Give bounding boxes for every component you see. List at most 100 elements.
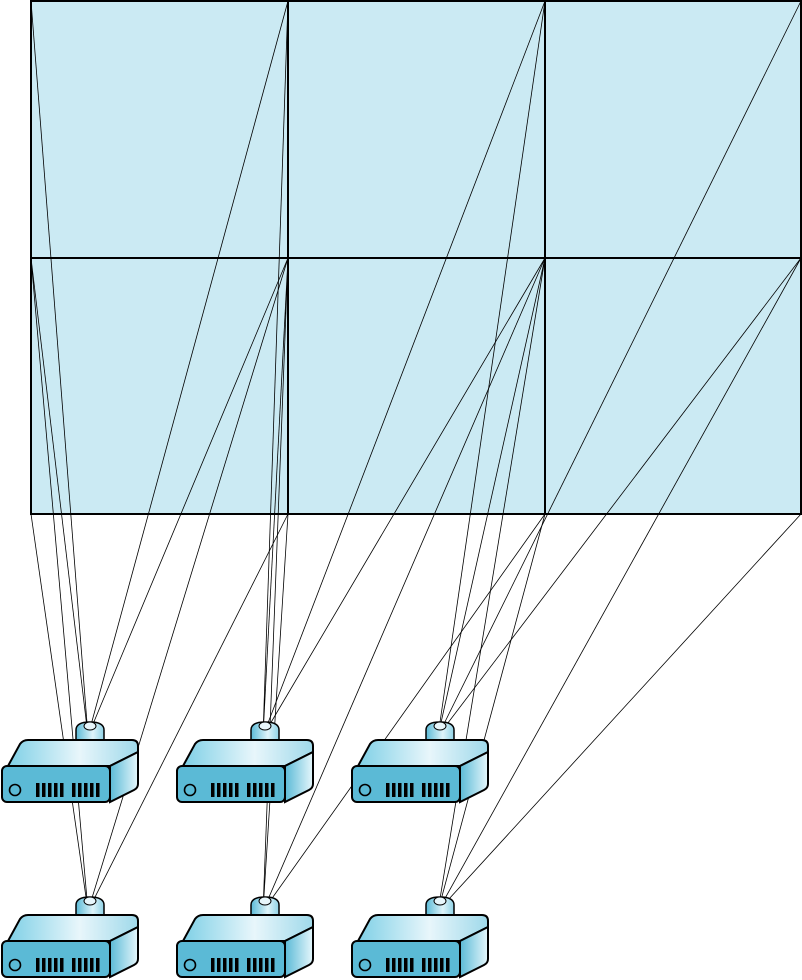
vent-slot <box>410 958 414 972</box>
ray-p2-3-corner-3 <box>437 513 546 912</box>
projector-side <box>109 750 139 804</box>
vent-slot <box>265 783 269 797</box>
vent-slot <box>404 783 408 797</box>
vent-slot <box>404 958 408 972</box>
ray-p1-1-corner-4 <box>87 257 289 737</box>
indicator-icon <box>358 958 372 972</box>
vent-slot <box>446 783 450 797</box>
vent-slot <box>392 958 396 972</box>
lens-glass-icon <box>433 721 447 731</box>
vent-slot <box>42 783 46 797</box>
vent-slot <box>259 958 263 972</box>
vent-slot <box>398 783 402 797</box>
vent-slot <box>271 958 275 972</box>
vent-slot <box>235 783 239 797</box>
vent-slot <box>386 783 390 797</box>
projector-icon-r1-c3 <box>351 721 489 804</box>
vent-slot <box>211 783 215 797</box>
ray-p1-2-corner-2 <box>262 0 546 737</box>
lens-glass-icon <box>258 896 272 906</box>
vent-slot <box>48 783 52 797</box>
vent-slot <box>211 958 215 972</box>
ray-p1-3-corner-1 <box>437 0 546 737</box>
projector-side <box>459 925 489 979</box>
vent-slot <box>60 783 64 797</box>
vent-slot <box>36 783 40 797</box>
vent-slot <box>60 958 64 972</box>
projector-icon-r2-c3 <box>351 896 489 979</box>
ray-p2-1-corner-4 <box>87 513 289 912</box>
vent-slot <box>42 958 46 972</box>
lens-glass-icon <box>83 721 97 731</box>
vent-slot <box>48 958 52 972</box>
ray-p1-3-corner-3 <box>437 257 546 737</box>
vent-slot <box>410 783 414 797</box>
ray-p2-2-corner-3 <box>262 513 289 912</box>
vent-slot <box>428 958 432 972</box>
indicator-icon <box>183 783 197 797</box>
vent-slot <box>72 783 76 797</box>
screen-tile-r2-c2 <box>287 257 546 515</box>
screen-tile-r1-c2 <box>287 0 546 259</box>
vent-slot <box>434 958 438 972</box>
ray-p1-2-corner-4 <box>262 257 546 737</box>
vent-slot <box>253 958 257 972</box>
vent-slot <box>96 783 100 797</box>
vent-slot <box>386 958 390 972</box>
vent-slot <box>247 783 251 797</box>
vent-slot <box>84 958 88 972</box>
vent-slot <box>259 783 263 797</box>
vent-slot <box>217 958 221 972</box>
projector-icon-r2-c2 <box>176 896 314 979</box>
screen-tile-r2-c3 <box>544 257 802 515</box>
screen-tiles <box>30 0 802 515</box>
ray-p2-2-corner-2 <box>262 257 546 912</box>
vent-slot <box>217 783 221 797</box>
lens-glass-icon <box>83 896 97 906</box>
lens-glass-icon <box>433 896 447 906</box>
indicator-icon <box>358 783 372 797</box>
vent-slot <box>223 783 227 797</box>
screen-tile-r2-c1 <box>30 257 289 515</box>
vent-slot <box>398 958 402 972</box>
screen-tile-r1-c1 <box>30 0 289 259</box>
projector-icon-r1-c2 <box>176 721 314 804</box>
ray-p1-1-corner-1 <box>30 0 89 737</box>
vent-slot <box>247 958 251 972</box>
vent-slot <box>440 783 444 797</box>
ray-p1-2-corner-3 <box>262 257 289 737</box>
vent-slot <box>96 958 100 972</box>
vent-slot <box>90 783 94 797</box>
vent-slot <box>229 958 233 972</box>
vent-slot <box>90 958 94 972</box>
vent-slot <box>229 783 233 797</box>
vent-slot <box>392 783 396 797</box>
lens-glass-icon <box>258 721 272 731</box>
indicator-icon <box>8 958 22 972</box>
projector-side <box>284 925 314 979</box>
vent-slot <box>84 783 88 797</box>
vent-slot <box>36 958 40 972</box>
vent-slot <box>78 958 82 972</box>
indicator-icon <box>8 783 22 797</box>
vent-slot <box>78 783 82 797</box>
ray-p1-1-corner-3 <box>30 257 89 737</box>
projector-side <box>109 925 139 979</box>
ray-p2-1-corner-3 <box>30 513 89 912</box>
vent-slot <box>223 958 227 972</box>
vent-slot <box>54 783 58 797</box>
vent-slot <box>271 783 275 797</box>
ray-p1-1-corner-2 <box>87 0 289 737</box>
ray-p1-3-corner-2 <box>437 0 802 737</box>
vent-slot <box>54 958 58 972</box>
ray-p2-1-corner-2 <box>87 257 289 912</box>
vent-slot <box>434 783 438 797</box>
projector-icon-r1-c1 <box>1 721 139 804</box>
vent-slot <box>422 783 426 797</box>
vent-slot <box>72 958 76 972</box>
vent-slot <box>422 958 426 972</box>
vent-slot <box>265 958 269 972</box>
vent-slot <box>253 783 257 797</box>
